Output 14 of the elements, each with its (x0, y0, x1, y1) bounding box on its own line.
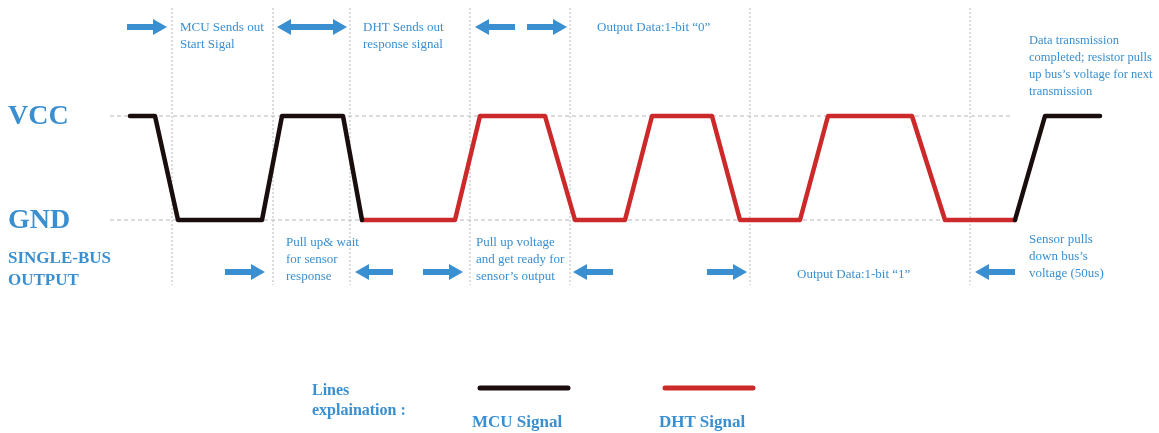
phase-note: Output Data:1-bit “0” (597, 19, 711, 34)
level-label: VCC (8, 99, 69, 130)
phase-note: Pull up& wait for sensor response (286, 234, 359, 283)
phase-note: Sensor pulls down bus’s voltage (50us) (1029, 231, 1104, 280)
phase-note: Output Data:1-bit “1” (797, 266, 911, 281)
axis-title: SINGLE-BUS OUTPUT (8, 248, 111, 289)
phase-note: Pull up voltage and get ready for sensor’s output (476, 234, 565, 283)
phase-note: MCU Sends out Start Sigal (180, 19, 264, 51)
legend-label: MCU Signal (472, 412, 563, 431)
phase-note: Data transmission completed; resistor pulls up bus’s voltage for next transmission (1029, 33, 1153, 98)
legend-label: DHT Signal (659, 412, 746, 431)
legend-title: Lines explaination : (312, 381, 406, 418)
phase-note: DHT Sends out response signal (363, 19, 444, 51)
level-label: GND (8, 203, 71, 234)
